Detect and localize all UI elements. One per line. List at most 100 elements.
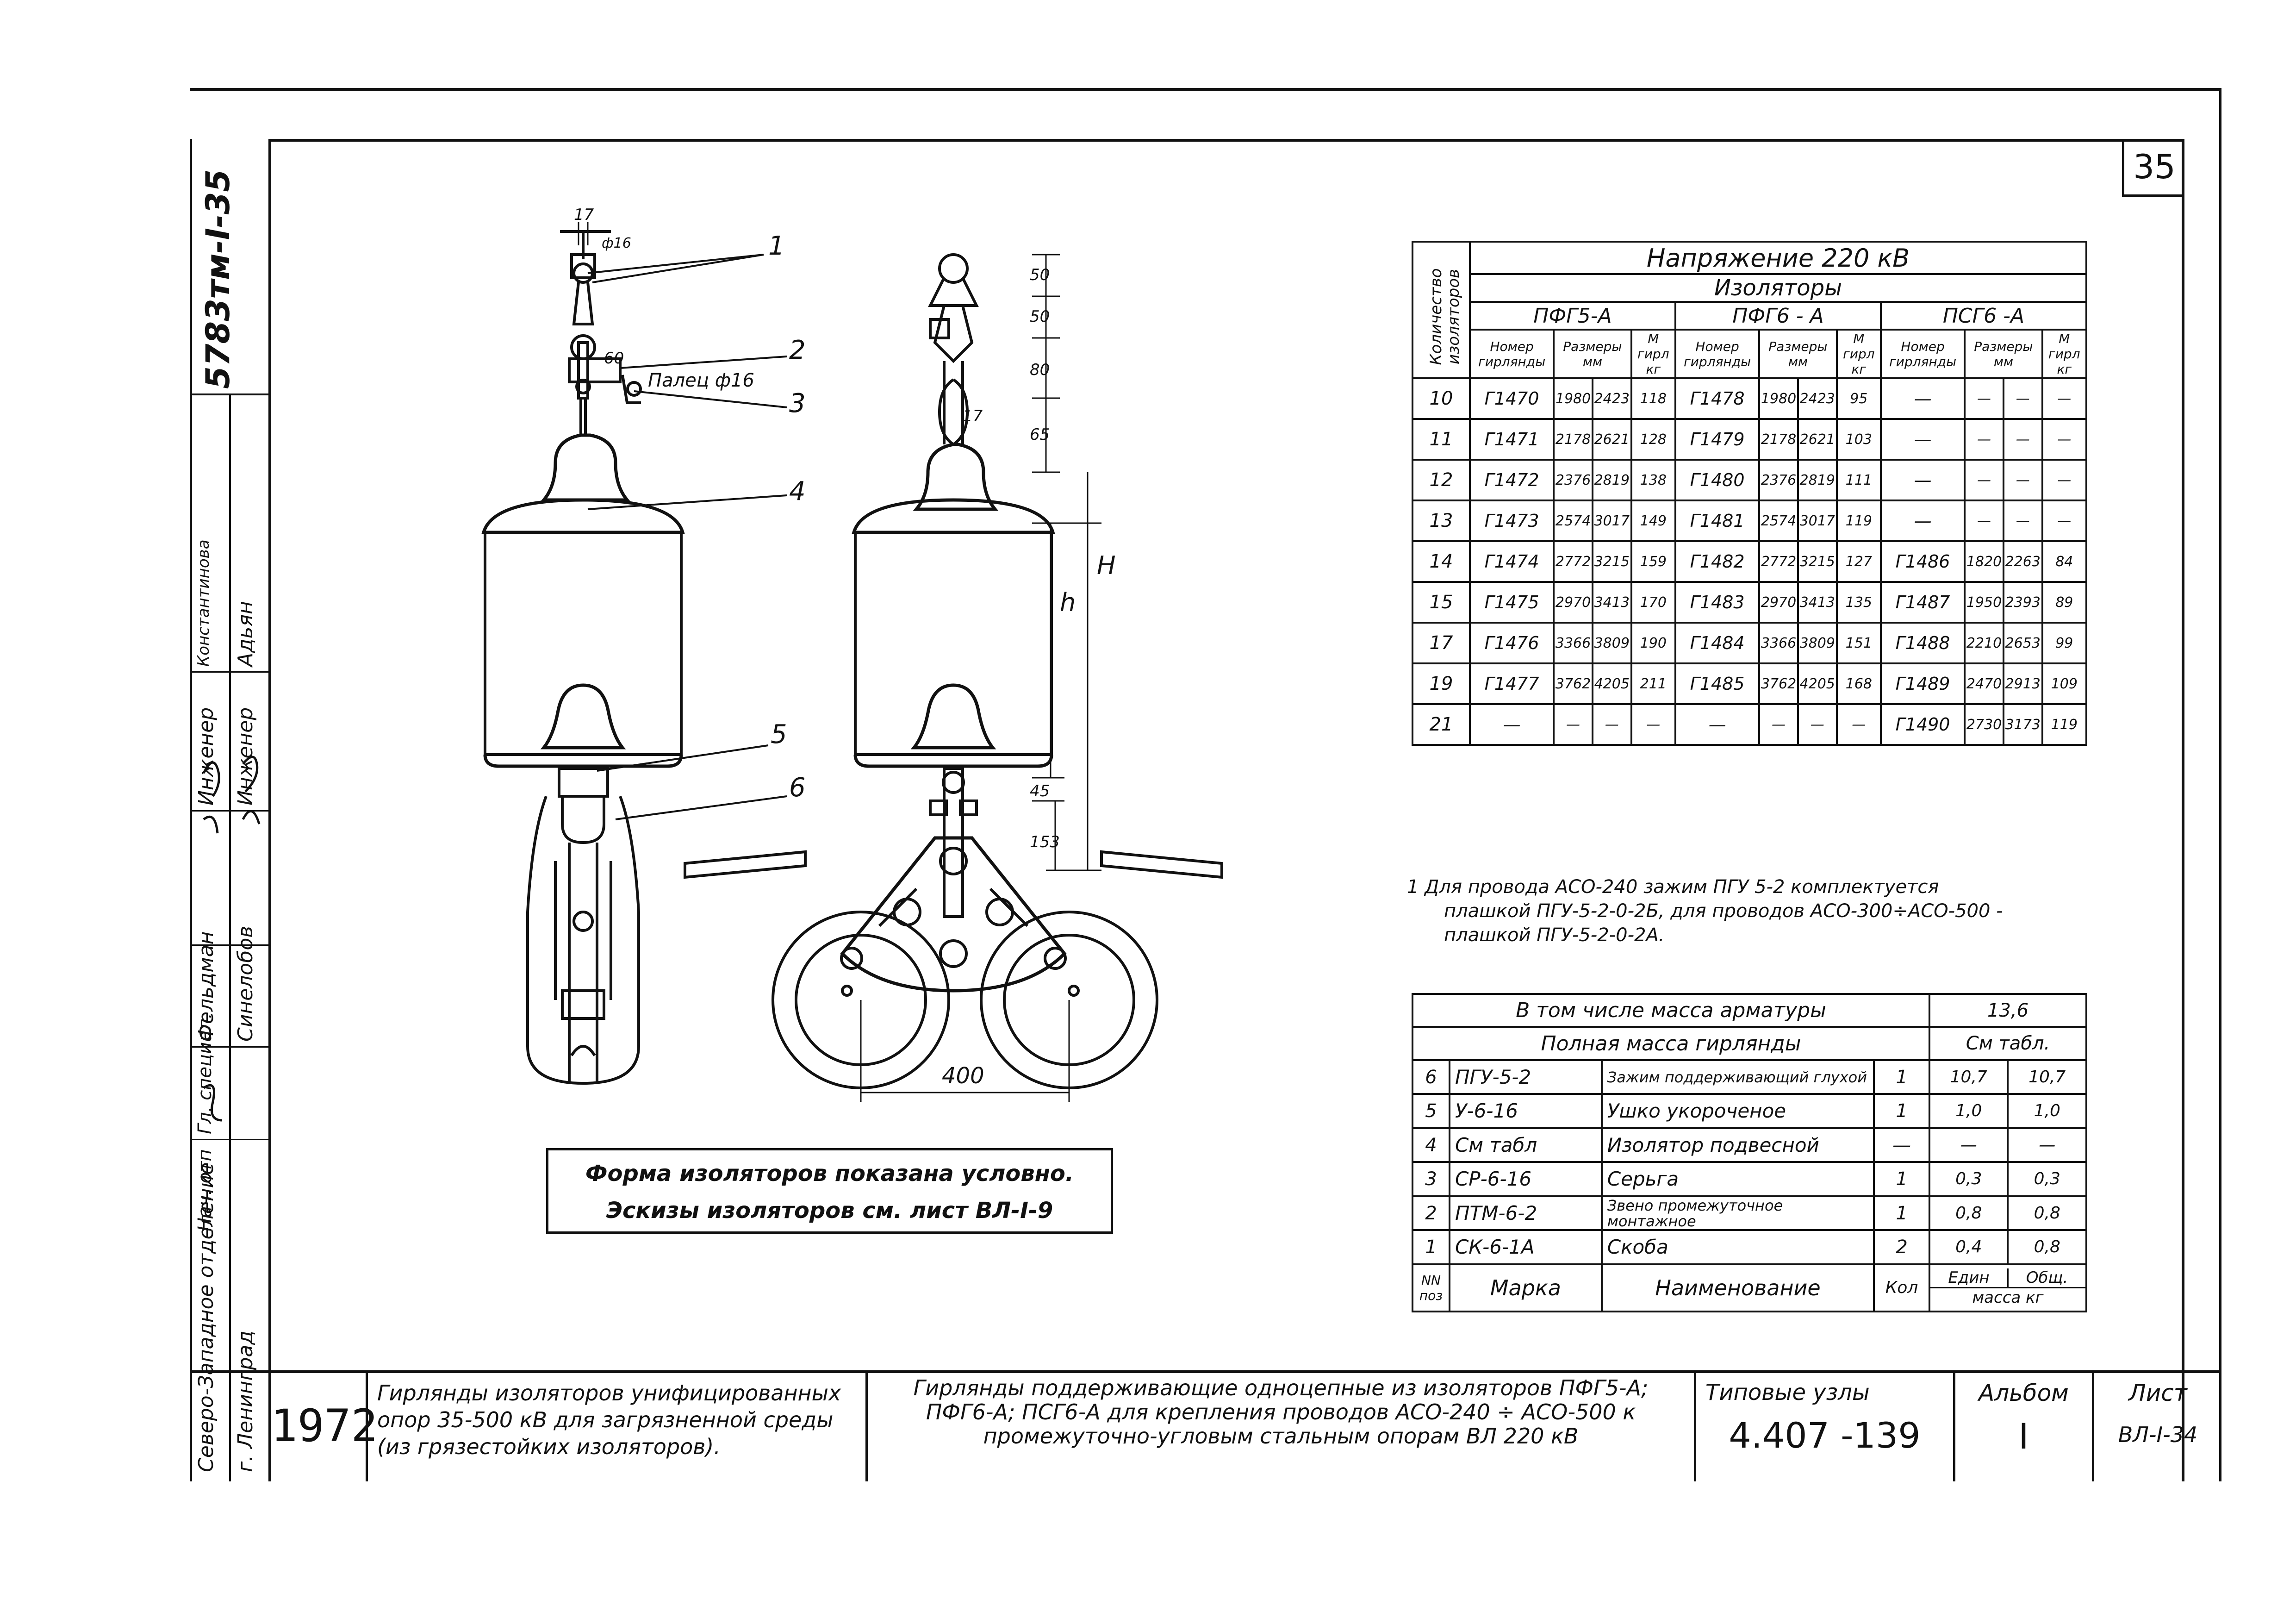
- spec-pos: 6: [1412, 1059, 1450, 1095]
- value-cell: 3366: [1758, 622, 1799, 664]
- armature-value: 13,6: [1928, 993, 2088, 1028]
- value-cell: 151: [1836, 622, 1882, 664]
- year-cell: 1972: [268, 1370, 378, 1481]
- string-number-cell: Г1489: [1879, 662, 1966, 705]
- value-cell: —: [1964, 500, 2004, 542]
- spec-pos: 5: [1412, 1093, 1450, 1129]
- spec-unit: 0,8: [1928, 1195, 2009, 1231]
- table1-voltage: Напряжение 220 кВ: [1469, 241, 2087, 275]
- dim-45: 45: [1030, 782, 1050, 800]
- string-number-cell: Г1490: [1879, 703, 1966, 746]
- string-number-cell: Г1475: [1468, 581, 1555, 624]
- hdr-pos: NN поз: [1412, 1263, 1450, 1313]
- value-cell: 168: [1836, 662, 1882, 705]
- string-number-cell: —: [1674, 703, 1761, 746]
- value-cell: 2621: [1797, 418, 1838, 461]
- value-cell: 3215: [1591, 540, 1632, 583]
- string-number-cell: Г1486: [1879, 540, 1966, 583]
- year: 1972: [271, 1400, 378, 1452]
- caption-line-1: Форма изоляторов показана условно.: [585, 1161, 1074, 1187]
- sheet-number: 35: [2133, 147, 2176, 186]
- armature-label: В том числе масса арматуры: [1412, 993, 1930, 1028]
- value-cell: 3762: [1758, 662, 1799, 705]
- value-cell: —: [1591, 703, 1632, 746]
- value-cell: 89: [2041, 581, 2088, 624]
- insulator-count: 19: [1412, 662, 1471, 705]
- value-cell: 2178: [1758, 418, 1799, 461]
- spec-name: Серьга: [1600, 1161, 1875, 1197]
- value-cell: —: [1964, 459, 2004, 501]
- value-cell: 159: [1630, 540, 1676, 583]
- dim-17-top: 17: [574, 206, 594, 224]
- string-number-cell: —: [1879, 459, 1966, 501]
- hdr-name: Наименование: [1600, 1263, 1875, 1313]
- string-number-cell: Г1483: [1674, 581, 1761, 624]
- value-cell: 3413: [1591, 581, 1632, 624]
- string-number-cell: Г1474: [1468, 540, 1555, 583]
- string-number-cell: Г1471: [1468, 418, 1555, 461]
- note-line-2: плашкой ПГУ-5-2-0-2Б, для проводов АСО-3…: [1444, 900, 2003, 922]
- value-cell: 2376: [1758, 459, 1799, 501]
- spec-total: —: [2007, 1127, 2087, 1163]
- insulator-string-drawing: 1 2 3 4 5 6 Палец ф16 ф16 17 60 50 50 80…: [481, 206, 1223, 1102]
- spec-mark: СК-6-1А: [1448, 1229, 1603, 1265]
- drawing-frame: [268, 139, 2184, 1481]
- string-number-cell: Г1470: [1468, 377, 1555, 420]
- spec-mark: У-6-16: [1448, 1093, 1603, 1129]
- dim-65: 65: [1030, 425, 1050, 444]
- table1-sub-number: Номер гирлянды: [1879, 329, 1966, 379]
- string-number-cell: Г1487: [1879, 581, 1966, 624]
- string-number-cell: —: [1879, 500, 1966, 542]
- hdr-mark: Марка: [1448, 1263, 1603, 1313]
- value-cell: 3366: [1553, 622, 1593, 664]
- insulator-strings-table: Количество изоляторов Напряжение 220 кВ …: [1412, 241, 2088, 746]
- spec-unit: 0,3: [1928, 1161, 2009, 1197]
- table1-group-2: ПФГ6 - А: [1674, 301, 1882, 331]
- value-cell: 4205: [1797, 662, 1838, 705]
- value-cell: 149: [1630, 500, 1676, 542]
- spec-qty: 1: [1873, 1161, 1930, 1197]
- spec-name: Скоба: [1600, 1229, 1875, 1265]
- value-cell: 2819: [1797, 459, 1838, 501]
- stamp-name: Константинова: [194, 539, 213, 667]
- series-cell: Типовые узлы 4.407 -139: [1694, 1370, 1953, 1481]
- note-line-1: 1 Для провода АСО-240 зажим ПГУ 5-2 комп…: [1407, 876, 1939, 898]
- value-cell: 3762: [1553, 662, 1593, 705]
- spec-qty: 1: [1873, 1195, 1930, 1231]
- string-number-cell: Г1485: [1674, 662, 1761, 705]
- value-cell: 3809: [1591, 622, 1632, 664]
- value-cell: 2621: [1591, 418, 1632, 461]
- value-cell: 2393: [2002, 581, 2043, 624]
- spec-name: Изолятор подвесной: [1600, 1127, 1875, 1163]
- value-cell: 1980: [1553, 377, 1593, 420]
- spec-total: 1,0: [2007, 1093, 2087, 1129]
- value-cell: 109: [2041, 662, 2088, 705]
- table1-insulators: Изоляторы: [1469, 273, 2087, 303]
- hdr-qty: Кол: [1873, 1263, 1930, 1313]
- doc-code: 5783тм-I-35: [199, 169, 237, 389]
- value-cell: 127: [1836, 540, 1882, 583]
- callout-2: 2: [789, 335, 806, 365]
- value-cell: —: [2002, 459, 2043, 501]
- album-cell: Альбом I: [1953, 1370, 2092, 1481]
- value-cell: 95: [1836, 377, 1882, 420]
- value-cell: 2178: [1553, 418, 1593, 461]
- insulator-count: 14: [1412, 540, 1471, 583]
- spec-name: Ушко укороченое: [1600, 1093, 1875, 1129]
- value-cell: 1820: [1964, 540, 2004, 583]
- note-line-3: плашкой ПГУ-5-2-0-2А.: [1444, 924, 1665, 946]
- table1-sub-mass: М гирл кг: [1630, 329, 1676, 379]
- value-cell: 2772: [1758, 540, 1799, 583]
- value-cell: —: [2041, 377, 2088, 420]
- value-cell: 2913: [2002, 662, 2043, 705]
- value-cell: —: [1758, 703, 1799, 746]
- album-label: Альбом: [1979, 1380, 2069, 1406]
- stamp-name: Адьян: [234, 601, 257, 667]
